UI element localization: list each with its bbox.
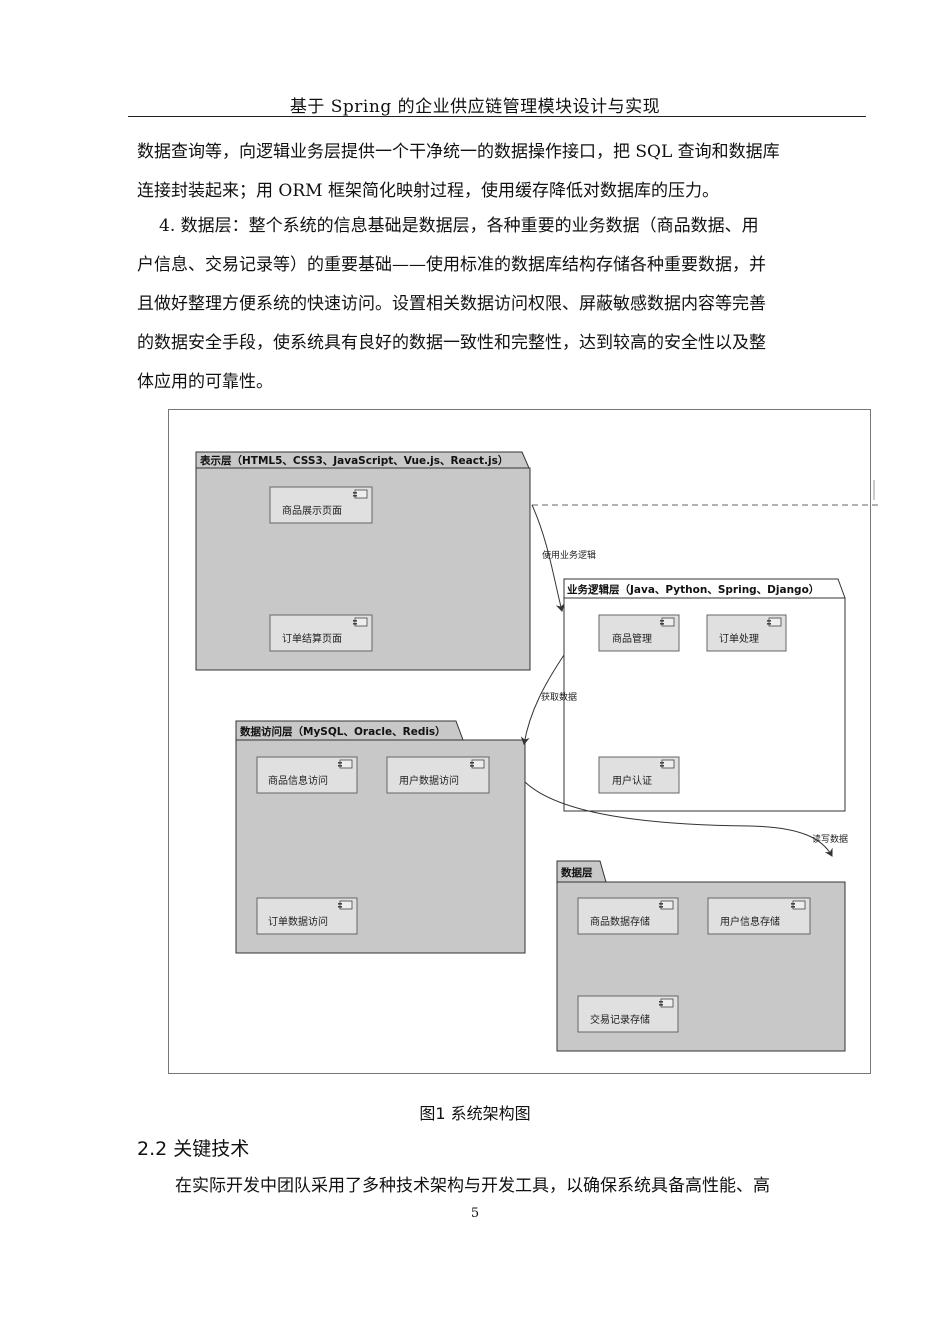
package-data: 数据层 商品数据存储 用户信息存储 交易记录存储 bbox=[556, 860, 846, 1052]
component-order-data-access: 订单数据访问 bbox=[256, 897, 358, 935]
paragraph-line: 4. 数据层：整个系统的信息基础是数据层，各种重要的业务数据（商品数据、用 bbox=[159, 216, 759, 236]
component-user-auth: 用户认证 bbox=[598, 756, 680, 794]
arrow-use-business-logic: 使用业务逻辑 bbox=[531, 504, 596, 612]
component-transaction-storage: 交易记录存储 bbox=[577, 995, 679, 1033]
package-presentation: 表示层（HTML5、CSS3、JavaScript、Vue.js、React.j… bbox=[195, 451, 531, 671]
package-business-logic: 业务逻辑层（Java、Python、Spring、Django） 商品管理 订单… bbox=[563, 578, 846, 812]
component-label: 订单处理 bbox=[719, 633, 759, 645]
paragraph-line: 在实际开发中团队采用了多种技术架构与开发工具，以确保系统具备高性能、高 bbox=[175, 1176, 770, 1196]
arrow-label: 读写数据 bbox=[812, 833, 848, 845]
paragraph-line: 户信息、交易记录等）的重要基础——使用标准的数据库结构存储各种重要数据，并 bbox=[137, 255, 766, 275]
page-number: 5 bbox=[470, 1206, 480, 1221]
section-heading: 2.2 关键技术 bbox=[137, 1138, 250, 1160]
paragraph-line: 的数据安全手段，使系统具有良好的数据一致性和完整性，达到较高的安全性以及整 bbox=[137, 333, 766, 353]
component-order-processing: 订单处理 bbox=[706, 614, 787, 652]
component-user-info-storage: 用户信息存储 bbox=[707, 897, 811, 935]
arrow-fetch-data: 获取数据 bbox=[520, 654, 577, 745]
component-label: 商品数据存储 bbox=[590, 915, 650, 928]
component-user-data-access: 用户数据访问 bbox=[386, 756, 490, 794]
component-label: 用户信息存储 bbox=[720, 915, 780, 928]
component-product-management: 商品管理 bbox=[598, 614, 680, 652]
package-title-data: 数据层 bbox=[560, 866, 593, 879]
package-title-presentation: 表示层（HTML5、CSS3、JavaScript、Vue.js、React.j… bbox=[199, 454, 508, 467]
header-rule bbox=[128, 116, 866, 117]
component-label: 订单结算页面 bbox=[282, 632, 342, 645]
component-product-data-storage: 商品数据存储 bbox=[577, 897, 679, 935]
component-label: 用户认证 bbox=[612, 774, 652, 787]
component-product-display: 商品展示页面 bbox=[269, 486, 373, 524]
package-data-access: 数据访问层（MySQL、Oracle、Redis） 商品信息访问 用户数据访问 … bbox=[235, 720, 526, 954]
running-header-title: 基于 Spring 的企业供应链管理模块设计与实现 bbox=[289, 97, 661, 117]
paragraph-line: 连接封装起来；用 ORM 框架简化映射过程，使用缓存降低对数据库的压力。 bbox=[137, 181, 719, 201]
component-label: 商品展示页面 bbox=[282, 504, 342, 517]
arrow-read-write-data: 读写数据 bbox=[524, 781, 848, 857]
package-title-business: 业务逻辑层（Java、Python、Spring、Django） bbox=[567, 583, 819, 596]
paragraph-line: 数据查询等，向逻辑业务层提供一个干净统一的数据操作接口，把 SQL 查询和数据库 bbox=[137, 142, 780, 162]
component-label: 商品管理 bbox=[612, 632, 652, 645]
figure-caption: 图1 系统架构图 bbox=[419, 1104, 531, 1123]
component-label: 用户数据访问 bbox=[399, 774, 459, 787]
arrow-label: 获取数据 bbox=[541, 691, 577, 703]
component-label: 订单数据访问 bbox=[268, 915, 328, 928]
package-title-data-access: 数据访问层（MySQL、Oracle、Redis） bbox=[239, 725, 446, 738]
component-product-info-access: 商品信息访问 bbox=[256, 756, 358, 794]
component-label: 交易记录存储 bbox=[590, 1013, 650, 1026]
arrow-label: 使用业务逻辑 bbox=[542, 549, 596, 561]
paragraph-line: 体应用的可靠性。 bbox=[137, 372, 273, 392]
component-order-checkout: 订单结算页面 bbox=[269, 614, 373, 652]
paragraph-line: 且做好整理方便系统的快速访问。设置相关数据访问权限、屏蔽敏感数据内容等完善 bbox=[137, 294, 766, 314]
component-label: 商品信息访问 bbox=[268, 774, 328, 787]
